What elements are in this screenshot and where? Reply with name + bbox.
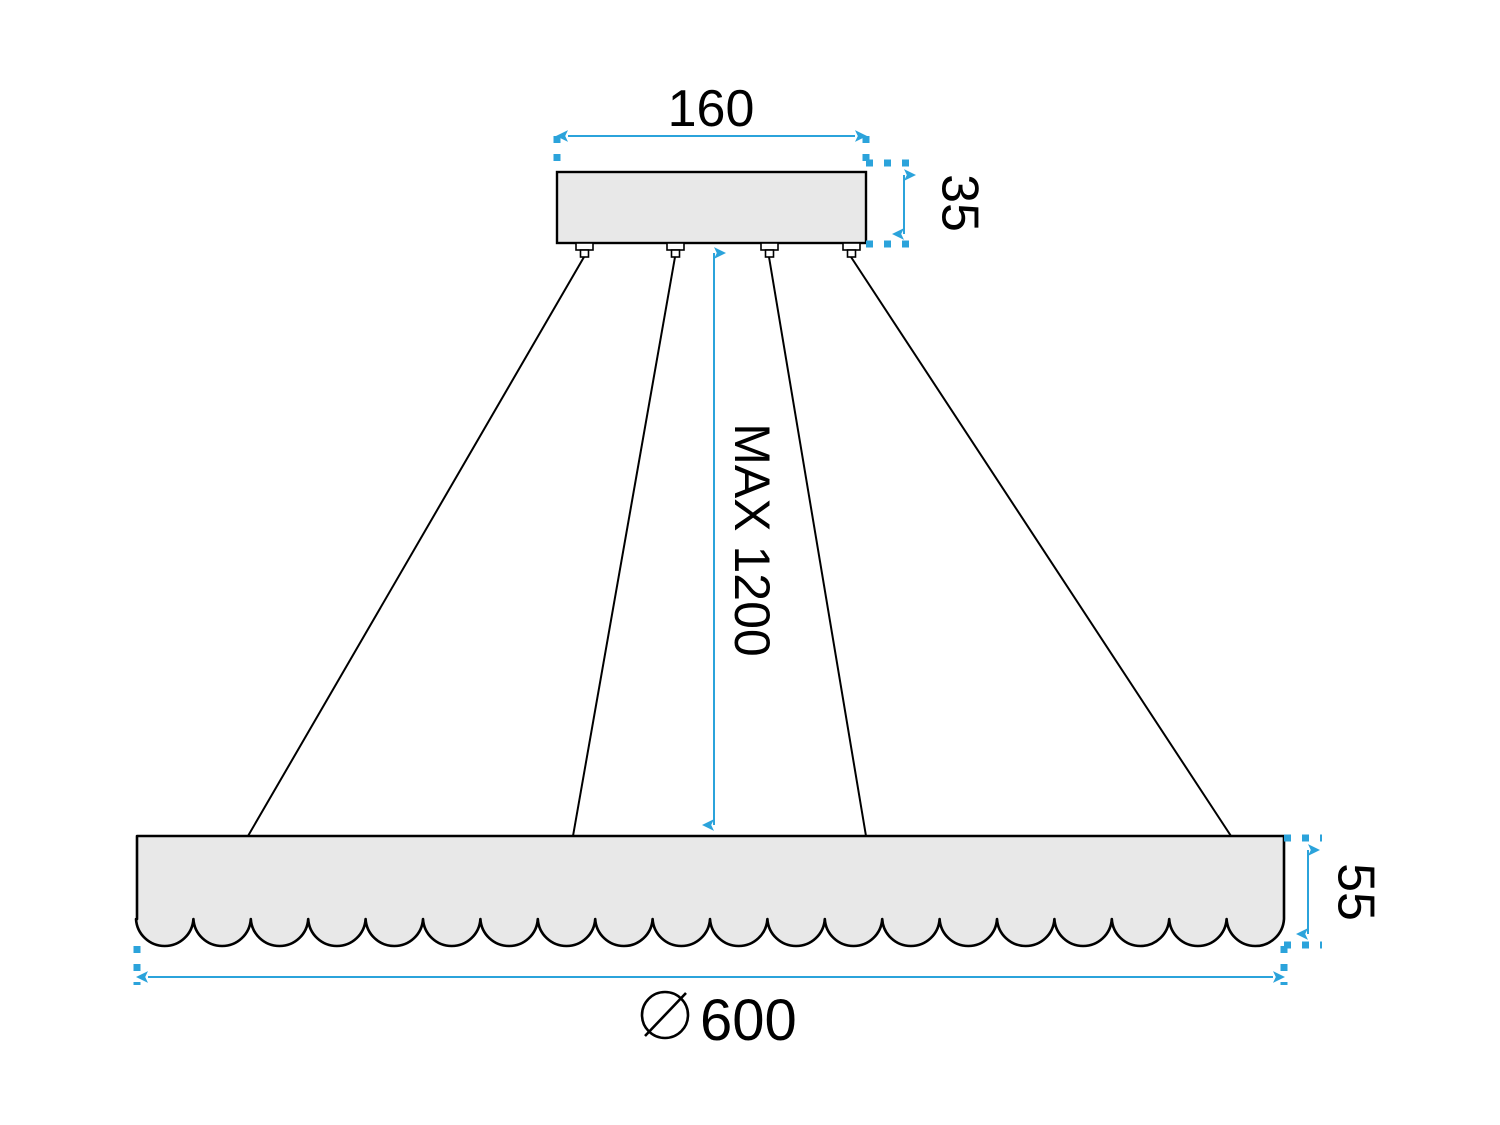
dim-label-ring-height: 55 (1326, 863, 1384, 921)
lamp-ring-body (134, 834, 1286, 948)
dim-label-ring-diameter: 600 (700, 988, 797, 1053)
suspension-wires (247, 256, 1232, 837)
wire-connector-2 (666, 242, 685, 258)
ceiling-canopy-box (555, 170, 868, 245)
dim-label-suspension-height: MAX 1200 (724, 423, 780, 656)
wire-connector-3 (760, 242, 779, 258)
wire-connector-1 (575, 242, 594, 258)
dimension-canopy-height: 35 (866, 159, 988, 248)
suspension-wire-3 (768, 256, 867, 837)
diameter-symbol (640, 990, 690, 1040)
lamp-ring-group (134, 834, 1286, 948)
dimension-ring-diameter: 600 (133, 946, 1288, 1053)
ceiling-canopy-group (555, 170, 868, 258)
dim-label-canopy-width: 160 (668, 80, 755, 138)
suspension-wire-4 (850, 256, 1232, 837)
dimension-ring-height: 55 (1284, 834, 1384, 949)
suspension-wire-2 (572, 256, 676, 837)
dim-label-canopy-height: 35 (930, 174, 988, 232)
dimension-suspension-height: MAX 1200 (702, 247, 780, 831)
dimension-canopy-width: 160 (553, 80, 870, 172)
wire-connector-4 (842, 242, 861, 258)
suspension-wire-1 (247, 256, 585, 837)
